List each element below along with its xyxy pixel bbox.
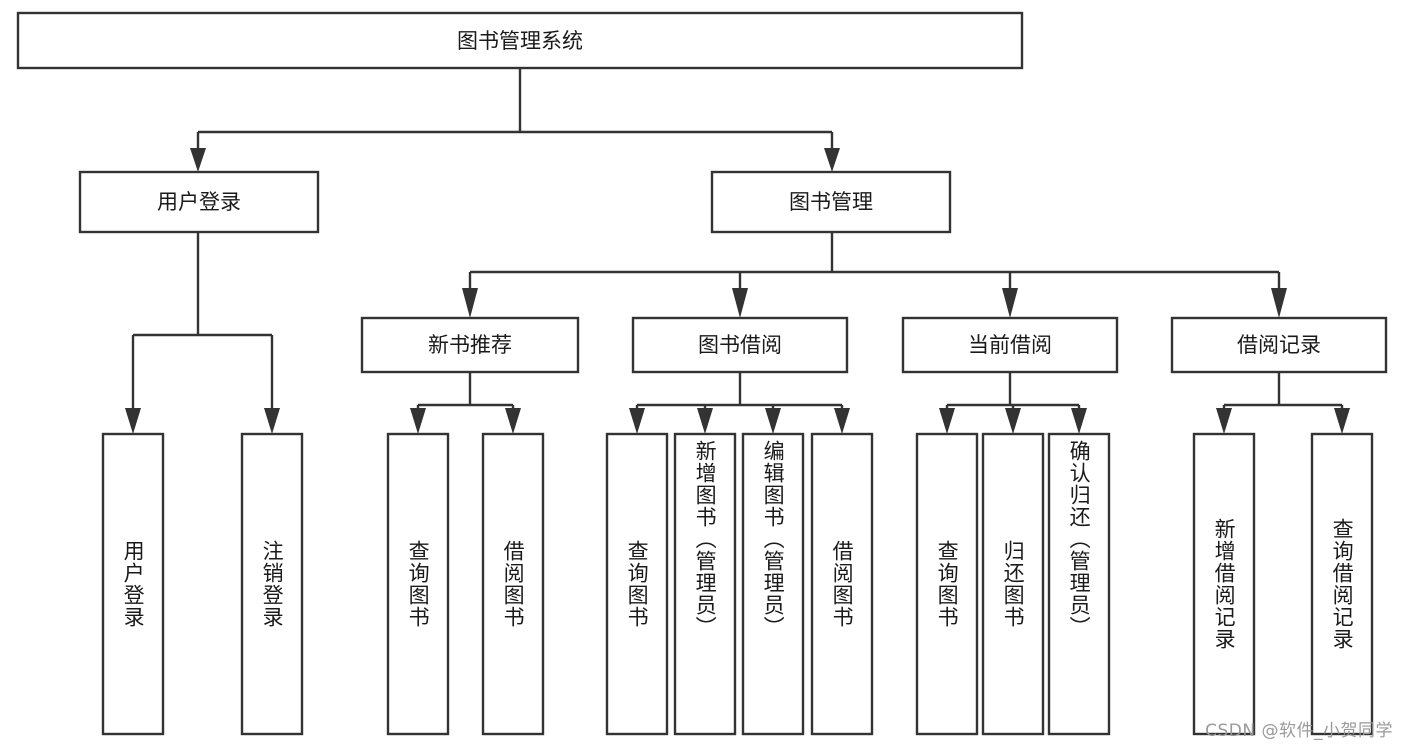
node-book-borrow[interactable]	[631, 316, 849, 374]
arrow-leaf-query-book-1	[410, 408, 426, 434]
arrow-leaf-confirm-return	[1071, 408, 1087, 434]
arrow-leaf-borrow-book-2	[834, 408, 850, 434]
node-leaf-query-book-2[interactable]	[605, 432, 669, 736]
node-leaf-query-book-1[interactable]	[386, 432, 450, 736]
node-layer: 图书管理系统 用户登录 图书管理 新书推荐 图书借阅 当前借阅 借阅记录	[16, 11, 1388, 736]
node-leaf-borrow-book-1[interactable]	[481, 432, 545, 736]
arrow-user-login	[190, 148, 206, 172]
node-new-book-rec[interactable]	[360, 316, 580, 374]
node-user-login-label: 用户登录	[157, 190, 241, 214]
arrow-currentborrow	[1002, 288, 1018, 318]
node-leaf-confirm-return[interactable]	[1047, 432, 1111, 736]
arrow-leaf-user-login	[125, 408, 141, 434]
node-leaf-add-record[interactable]	[1192, 432, 1256, 736]
arrow-newbook	[462, 288, 478, 318]
arrow-leaf-query-book-3	[939, 408, 955, 434]
node-book-manage-label: 图书管理	[789, 190, 873, 214]
arrow-leaf-edit-book-admin	[765, 408, 781, 434]
node-root-label: 图书管理系统	[457, 29, 583, 53]
node-current-borrow[interactable]	[901, 316, 1119, 374]
node-leaf-return-book[interactable]	[981, 432, 1045, 736]
node-borrow-record-label: 借阅记录	[1237, 333, 1321, 357]
node-leaf-user-login[interactable]	[101, 432, 165, 736]
node-leaf-query-record[interactable]	[1310, 432, 1374, 736]
node-leaf-logout[interactable]	[240, 432, 304, 736]
node-leaf-edit-book-admin[interactable]	[741, 432, 805, 736]
arrow-leaf-query-record	[1334, 408, 1350, 434]
node-user-login[interactable]	[78, 170, 320, 234]
arrow-borrowrecord	[1271, 288, 1287, 318]
node-book-borrow-label: 图书借阅	[698, 333, 782, 357]
node-borrow-record[interactable]	[1170, 316, 1388, 374]
node-book-manage[interactable]	[710, 170, 952, 234]
node-leaf-query-book-3[interactable]	[915, 432, 979, 736]
arrow-leaf-query-book-2	[629, 408, 645, 434]
arrow-leaf-return-book	[1005, 408, 1021, 434]
arrow-leaf-borrow-book-1	[505, 408, 521, 434]
node-leaf-borrow-book-2[interactable]	[810, 432, 874, 736]
node-root[interactable]	[16, 11, 1024, 70]
arrow-leaf-add-record	[1216, 408, 1232, 434]
arrow-bookborrow	[732, 288, 748, 318]
arrow-leaf-add-book-admin	[697, 408, 713, 434]
arrow-book-manage	[824, 148, 840, 172]
node-current-borrow-label: 当前借阅	[968, 333, 1052, 357]
connector-layer	[125, 68, 1350, 434]
node-leaf-add-book-admin[interactable]	[673, 432, 737, 736]
arrow-leaf-logout	[264, 408, 280, 434]
node-new-book-rec-label: 新书推荐	[428, 333, 512, 357]
